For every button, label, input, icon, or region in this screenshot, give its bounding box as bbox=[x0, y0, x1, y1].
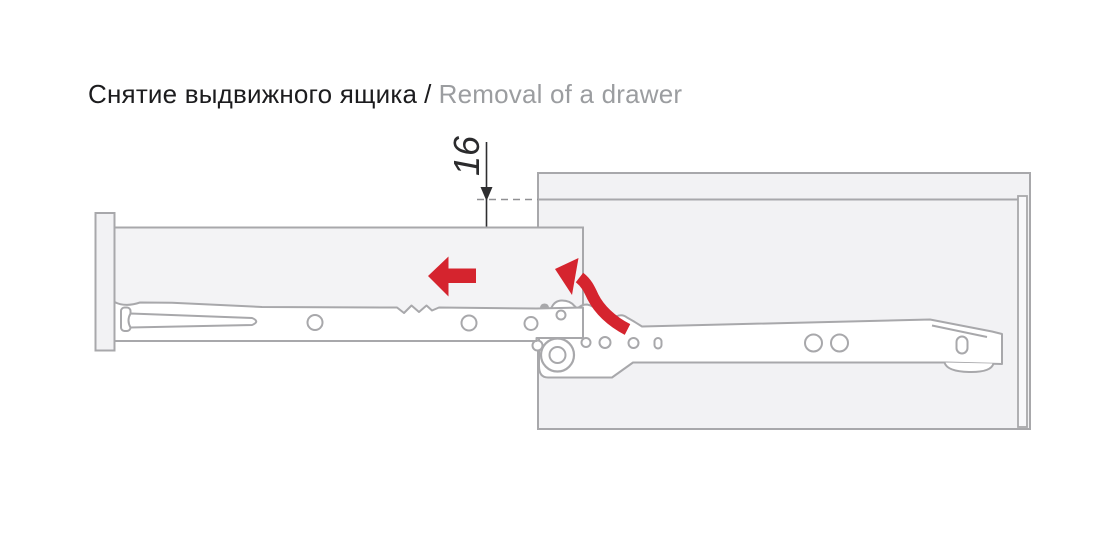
cabinet-back-strip bbox=[1017, 195, 1028, 428]
lift-unhook-arrowhead-icon bbox=[555, 258, 579, 295]
cabinet-rail-end-tab bbox=[943, 362, 995, 374]
keyhole-slot bbox=[127, 312, 258, 329]
drawer-rail-bracket-hole bbox=[555, 309, 567, 321]
drawer-rail-hole bbox=[523, 316, 539, 331]
cabinet-side-panel bbox=[537, 172, 1031, 430]
drawer-rail bbox=[113, 301, 584, 342]
drawer-rail-hole bbox=[306, 314, 324, 331]
cabinet-rail-slot bbox=[653, 337, 663, 350]
lift-unhook-curved-arrow bbox=[575, 272, 631, 335]
cabinet-rail-slot bbox=[955, 335, 969, 355]
pull-left-arrow-icon bbox=[428, 256, 476, 297]
dimension-value: 16 bbox=[446, 135, 487, 176]
drawer-rail-catch-notch bbox=[540, 303, 549, 309]
cabinet-rail-fold-line bbox=[931, 324, 988, 338]
drawer-rail-hole bbox=[460, 314, 478, 332]
drawer-front-panel bbox=[94, 212, 116, 352]
title-russian: Снятие выдвижного ящика bbox=[88, 79, 418, 109]
cabinet-rail-hole bbox=[804, 333, 823, 353]
cabinet-rail-hole bbox=[580, 337, 592, 348]
roller-wheel-inner bbox=[548, 346, 567, 364]
dimension-arrow-down-icon bbox=[480, 187, 493, 201]
page-title: Снятие выдвижного ящика/Removal of a dra… bbox=[88, 80, 682, 108]
title-english: Removal of a drawer bbox=[438, 79, 683, 109]
cabinet-rail-hole bbox=[830, 333, 849, 353]
cabinet-rail-hole bbox=[627, 337, 640, 349]
title-separator: / bbox=[424, 79, 432, 109]
cabinet-rail-hole bbox=[598, 336, 612, 349]
